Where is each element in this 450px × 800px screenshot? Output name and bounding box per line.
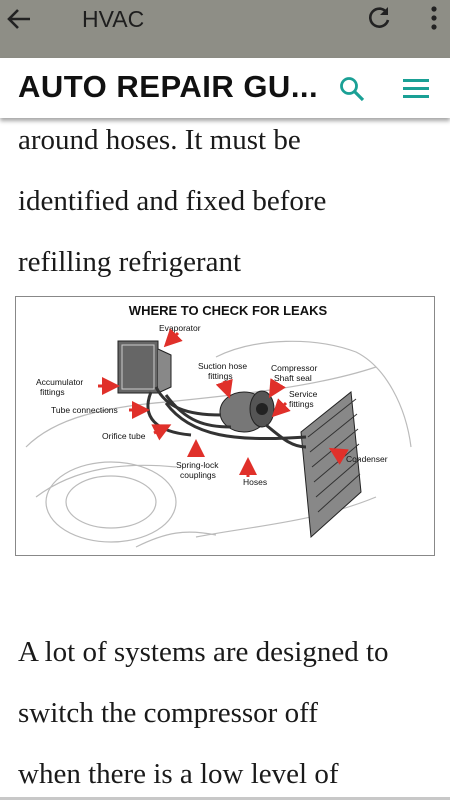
label-orifice-tube: Orifice tube	[102, 431, 146, 441]
hamburger-menu-icon[interactable]	[402, 76, 430, 100]
label-condenser: Condenser	[346, 454, 388, 464]
app-bar: HVAC	[0, 0, 450, 58]
label-suction-hose: Suction hose	[198, 361, 247, 371]
site-brand[interactable]: AUTO REPAIR GU...	[18, 69, 319, 104]
site-header: AUTO REPAIR GU...	[0, 58, 450, 118]
text-line: refilling refrigerant	[18, 246, 242, 278]
label-service-fittings: fittings	[289, 399, 314, 409]
text-line: when there is a low level of	[18, 758, 339, 790]
leak-diagram-figure: WHERE TO CHECK FOR LEAKS	[15, 296, 435, 556]
text-line: switch the compressor off	[18, 697, 318, 729]
label-evaporator: Evaporator	[159, 323, 201, 333]
leak-diagram: WHERE TO CHECK FOR LEAKS	[25, 303, 412, 548]
back-arrow-icon[interactable]	[6, 8, 32, 30]
label-suction-fittings: fittings	[208, 371, 233, 381]
leak-arrows	[98, 328, 349, 477]
label-accumulator: Accumulator	[36, 377, 83, 387]
compressor-unit	[219, 390, 275, 433]
label-hoses: Hoses	[243, 477, 267, 487]
label-compressor: Compressor	[271, 363, 317, 373]
condenser-unit	[300, 391, 362, 539]
app-title: HVAC	[82, 6, 145, 32]
text-line: around hoses. It must be	[18, 124, 301, 156]
article-paragraph: A lot of systems are designed to switch …	[18, 622, 438, 800]
search-icon[interactable]	[338, 75, 366, 103]
diagram-title: WHERE TO CHECK FOR LEAKS	[129, 303, 328, 318]
label-spring-lock: Spring-lock	[176, 460, 219, 470]
bottom-divider	[0, 797, 450, 800]
text-line: A lot of systems are designed to	[18, 636, 389, 668]
label-couplings: couplings	[180, 470, 216, 480]
label-service: Service	[289, 389, 318, 399]
article-content: around hoses. It must be identified and …	[0, 118, 450, 800]
article-paragraph: around hoses. It must be identified and …	[18, 118, 438, 293]
label-tube-connections: Tube connections	[51, 405, 118, 415]
label-accumulator-fittings: fittings	[40, 387, 65, 397]
text-line: identified and fixed before	[18, 185, 327, 217]
label-shaft-seal: Shaft seal	[274, 373, 312, 383]
ac-hoses	[146, 386, 307, 449]
evaporator-unit	[117, 340, 172, 394]
more-vert-icon[interactable]	[428, 5, 440, 33]
reload-icon[interactable]	[366, 5, 392, 31]
